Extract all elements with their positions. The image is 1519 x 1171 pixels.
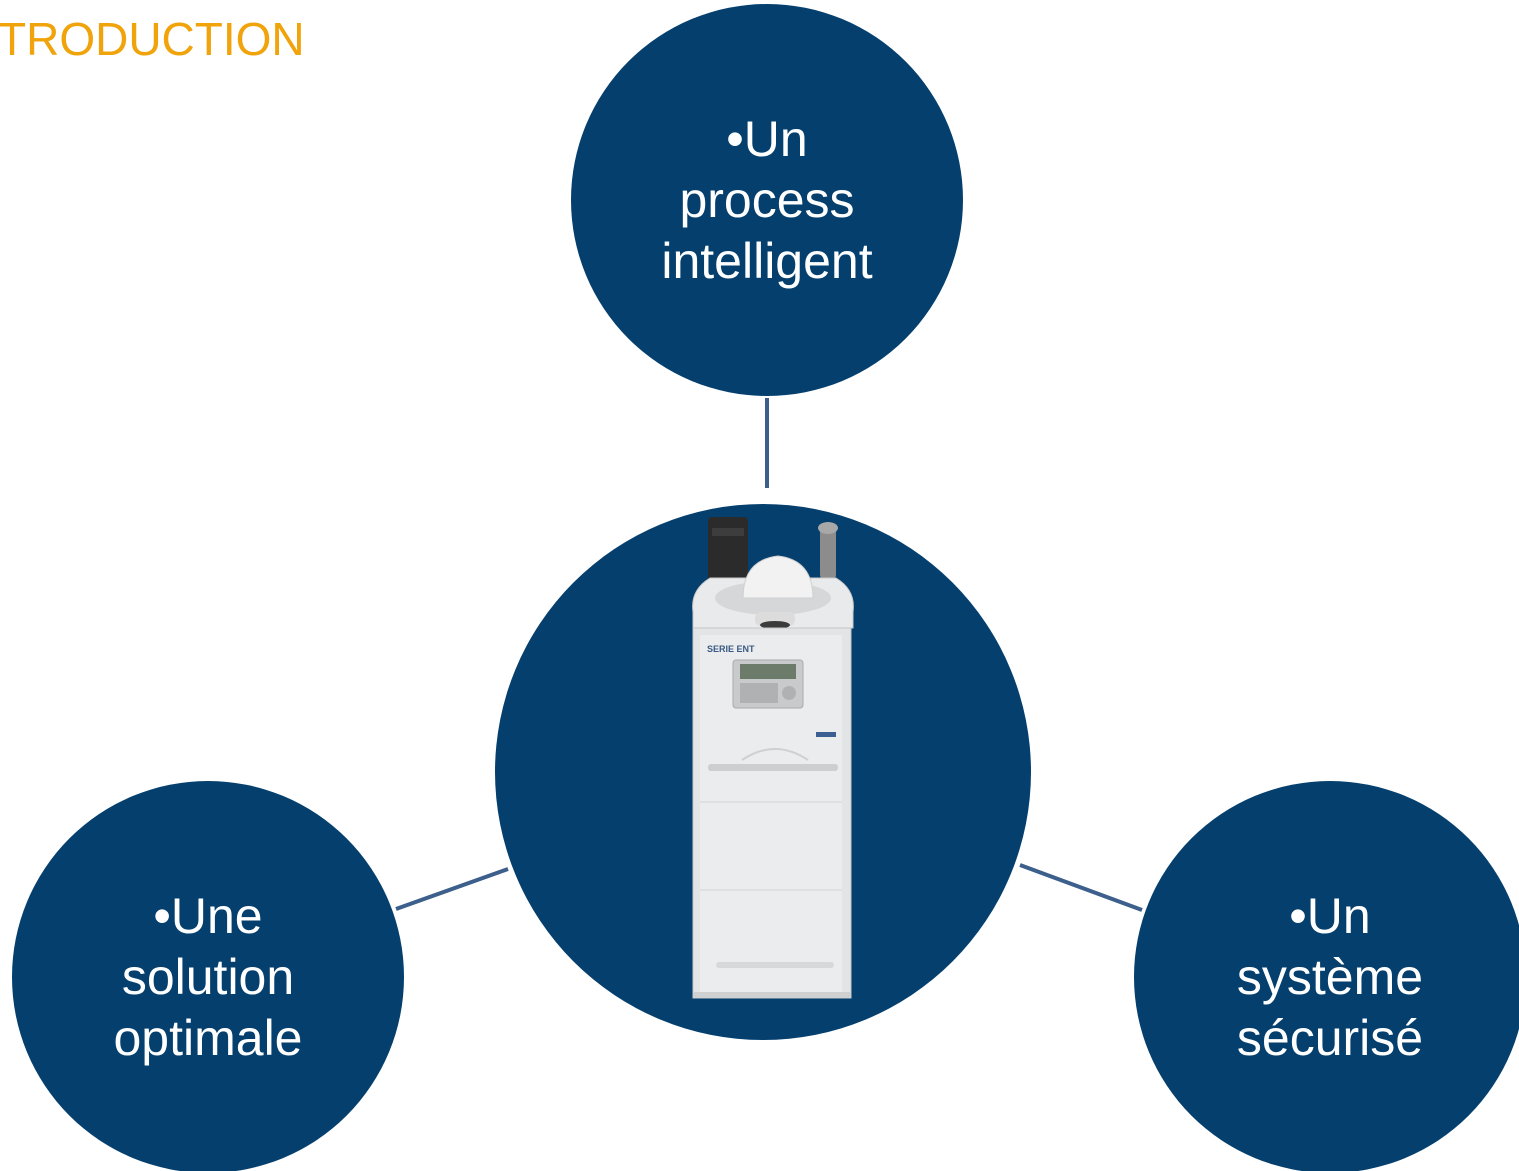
bubble-left-text: •Une solution optimale — [43, 872, 373, 1082]
cash-recycler-machine-image: SERIE ENT — [692, 517, 854, 999]
machine-brand-label: SERIE ENT — [707, 644, 755, 654]
circle-left — [12, 781, 404, 1171]
circle-right — [1134, 781, 1519, 1171]
bubble-right-line-1: •Un — [1289, 887, 1371, 944]
bubble-left-line-1: •Une — [153, 887, 263, 944]
bubble-right-line-3: sécurisé — [1236, 1009, 1424, 1066]
bubble-left-line-3: optimale — [113, 1009, 303, 1066]
connector-right — [1019, 863, 1143, 912]
bubble-left-line-2: solution — [121, 948, 295, 1005]
circle-top — [571, 4, 963, 396]
bubble-top-text: •Un process intelligent — [602, 95, 932, 305]
bubble-top-line-2: process — [679, 171, 855, 228]
bubble-right-line-2: système — [1236, 948, 1424, 1005]
connector-left — [395, 867, 509, 911]
bubble-top-line-1: •Un — [726, 110, 808, 167]
bubble-top-line-3: intelligent — [661, 232, 873, 289]
bubble-right-text: •Un système sécurisé — [1165, 872, 1495, 1082]
page-title: TRODUCTION — [0, 13, 305, 65]
